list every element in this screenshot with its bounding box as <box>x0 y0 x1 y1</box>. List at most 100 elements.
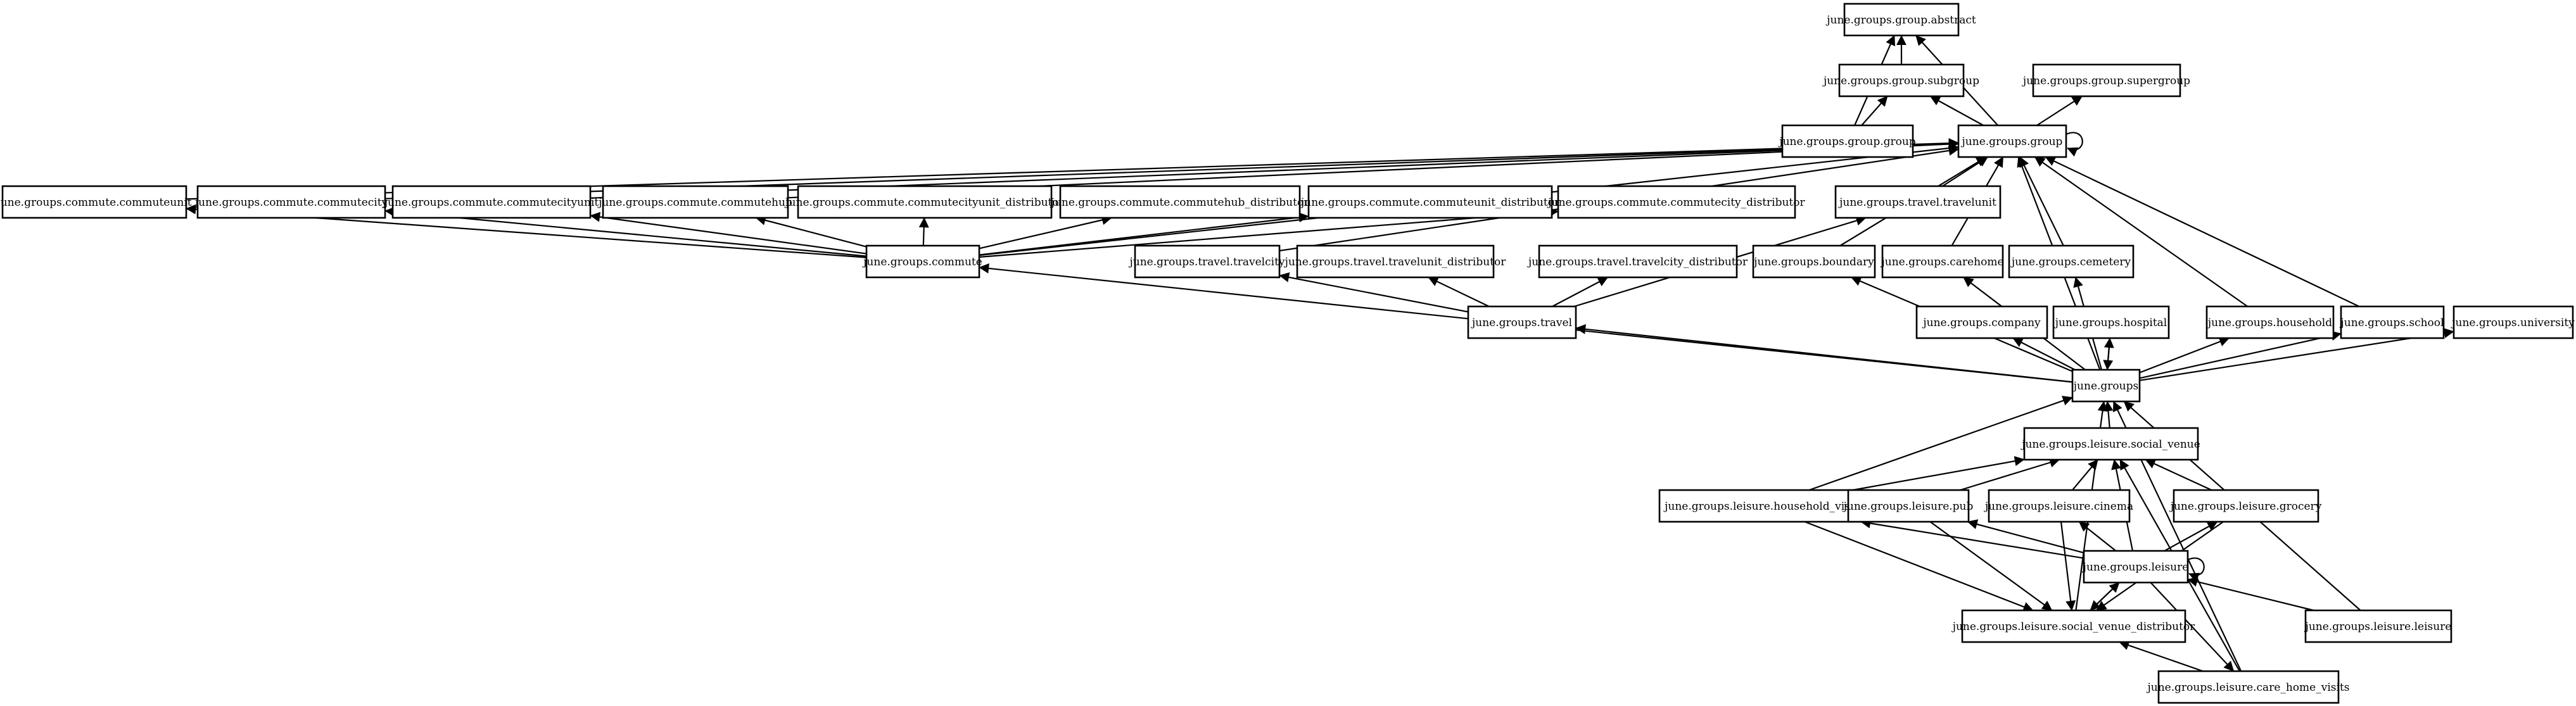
edge-pub-to-social_venue <box>1960 457 2060 491</box>
node-label: june.groups.commute.commutecity_distribu… <box>1547 196 1805 209</box>
node-commuteunit-distributor: june.groups.commute.commuteunit_distribu… <box>1300 185 1560 219</box>
node-label: june.groups.leisure.social_venue <box>2021 438 2200 451</box>
node-label: june.groups.household <box>2207 317 2332 329</box>
node-label: june.groups.group <box>1961 136 2063 148</box>
node-label: june.groups.commute.commutecityunit <box>383 196 599 209</box>
edge-commute-to-commutehub <box>755 215 867 248</box>
node-box <box>2340 305 2445 339</box>
node-groups: june.groups <box>2071 369 2141 403</box>
node-box <box>602 185 789 219</box>
edge-travel-to-travelcity_distributor <box>1552 277 1609 307</box>
node-box <box>1307 185 1553 219</box>
node-group-subgroup: june.groups.group.subgroup <box>1822 63 1979 98</box>
edge-commute-to-commutecityunit <box>590 211 867 255</box>
node-box <box>1752 244 1876 279</box>
edge-commute-to-commutecityunit_distributor <box>918 217 929 246</box>
node-box <box>1296 244 1495 279</box>
node-box <box>1957 124 2067 158</box>
node-group-abstract: june.groups.group.abstract <box>1825 3 1976 37</box>
edge-group-to-group_supergroup <box>2036 96 2083 126</box>
node-leisure: june.groups.leisure <box>2082 550 2189 584</box>
node-box <box>1538 244 1738 279</box>
node-household: june.groups.household <box>2205 305 2335 339</box>
edge-household_visits-to-social_venue_distributor <box>1804 520 2034 612</box>
node-label: june.groups.commute.commutehub <box>597 196 792 209</box>
node-commutecityunit-distributor: june.groups.commute.commutecityunit_dist… <box>784 185 1065 219</box>
node-label: june.groups.group.supergroup <box>2022 75 2190 87</box>
edge-leisure-to-leisure <box>2187 557 2205 583</box>
node-social-venue: june.groups.leisure.social_venue <box>2021 427 2200 461</box>
node-label: june.groups.commute <box>862 256 982 268</box>
node-box <box>1988 489 2131 523</box>
node-label: june.groups.commute.commutecity <box>194 196 388 209</box>
edge-group-to-group_subgroup <box>1929 96 1984 126</box>
node-box <box>1781 124 1914 158</box>
node-box <box>391 185 592 219</box>
node-box <box>1961 609 2186 643</box>
node-box <box>2452 305 2574 339</box>
node-label: june.groups.leisure.care_home_visits <box>2147 681 2350 694</box>
node-label: june.groups.travel.travelcity <box>1128 256 1285 268</box>
node-box <box>865 244 980 279</box>
node-box <box>196 185 386 219</box>
node-social-venue-distributor: june.groups.leisure.social_venue_distrib… <box>1951 609 2195 643</box>
node-label: june.groups.commute.commuteunit <box>0 196 192 209</box>
node-pub: june.groups.leisure.pub <box>1843 489 1973 523</box>
node-commutehub-distributor: june.groups.commute.commutehub_distribut… <box>1050 185 1309 219</box>
node-travelcity: june.groups.travel.travelcity <box>1128 244 1285 279</box>
edge-groups-to-company <box>2012 337 2076 370</box>
node-leisure-leisure: june.groups.leisure.leisure <box>2304 609 2452 643</box>
node-box <box>1059 185 1301 219</box>
node-box <box>2032 63 2181 98</box>
edge-travel-to-travelunit_distributor <box>1428 277 1490 307</box>
edge-leisure_leisure-to-leisure <box>2187 576 2314 612</box>
node-university: june.groups.university <box>2451 305 2575 339</box>
node-label: june.groups.carehome <box>1880 256 2003 268</box>
node-label: june.groups.hospital <box>2054 317 2167 329</box>
node-box <box>1838 63 1965 98</box>
node-label: june.groups.leisure <box>2082 561 2189 574</box>
edge-social_venue-to-groups <box>2103 401 2114 429</box>
node-label: june.groups.leisure.cinema <box>1984 500 2133 513</box>
edge-leisure-to-care_home_visits <box>2150 582 2235 672</box>
node-commuteunit: june.groups.commute.commuteunit <box>0 185 192 219</box>
edge-travelunit-to-group <box>1942 156 1988 187</box>
node-label: june.groups <box>2072 380 2138 393</box>
edge-cinema-to-social_venue_distributor <box>2060 521 2076 611</box>
node-company: june.groups.company <box>1915 305 2048 339</box>
node-box <box>1557 185 1796 219</box>
node-box <box>2083 550 2189 584</box>
node-commute: june.groups.commute <box>862 244 982 279</box>
node-hospital: june.groups.hospital <box>2052 305 2170 339</box>
node-cinema: june.groups.leisure.cinema <box>1984 489 2133 523</box>
node-school: june.groups.school <box>2340 305 2445 339</box>
node-label: june.groups.travel.travelcity_distributo… <box>1527 256 1748 268</box>
node-commutecity: june.groups.commute.commutecity <box>194 185 388 219</box>
node-travelunit-distributor: june.groups.travel.travelunit_distributo… <box>1284 244 1507 279</box>
node-box <box>2173 489 2319 523</box>
node-carehome: june.groups.carehome <box>1880 244 2004 279</box>
edge-group-to-group <box>2065 132 2083 157</box>
edge-hospital-to-groups <box>2103 337 2114 370</box>
node-label: june.groups.leisure.social_venue_distrib… <box>1951 621 2195 633</box>
node-label: june.groups.school <box>2340 317 2444 329</box>
node-box <box>1881 244 2004 279</box>
edge-commute-to-commutehub_distributor <box>979 215 1112 249</box>
node-commutecityunit: june.groups.commute.commutecityunit <box>383 185 599 219</box>
node-label: june.groups.travel.travelunit_distributo… <box>1284 256 1507 268</box>
node-cemetery: june.groups.cemetery <box>2008 244 2135 279</box>
edge-groups-to-school <box>2139 331 2342 379</box>
node-label: june.groups.travel.travelunit <box>1838 196 1996 209</box>
node-label: june.groups.cemetery <box>2010 256 2131 268</box>
node-commutehub: june.groups.commute.commutehub <box>597 185 792 219</box>
edge-leisure-to-household_visits <box>1860 518 2084 559</box>
edge-leisure-to-grocery <box>2164 521 2218 552</box>
node-label: june.groups.group.group <box>1778 136 1916 148</box>
node-box <box>1834 185 2002 219</box>
node-box <box>1847 489 1970 523</box>
edge-group_group-to-group_subgroup <box>1861 96 1888 126</box>
node-household-visits: june.groups.leisure.household_visits <box>1658 489 1870 523</box>
node-box <box>2023 427 2199 461</box>
node-box <box>2071 369 2141 403</box>
